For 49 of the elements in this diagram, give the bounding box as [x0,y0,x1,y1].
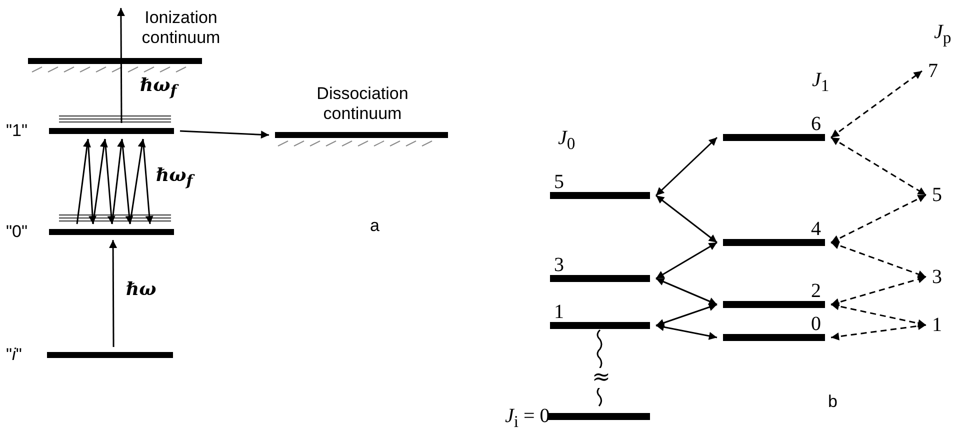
arrow [656,242,718,280]
column-heading: J$_{1}$ [812,70,830,96]
continuum-label: Ionization continuum [140,8,222,48]
arrow [830,322,926,340]
arrow [656,194,718,244]
arrow [76,138,91,224]
level-number: 4 [811,219,821,239]
arrow [830,302,926,328]
break-mark: ≈ [592,368,610,388]
arrow [830,241,926,278]
continuum-label: Dissociation continuum [316,84,410,124]
level-number: 1 [554,302,564,322]
level-number: 7 [928,60,940,82]
arrow [116,8,125,123]
level-number: 5 [554,172,564,192]
arrow [656,278,718,306]
level-number: 6 [811,114,821,134]
arrow [830,70,922,138]
level-label: "1" [6,121,28,141]
arrow [656,323,718,340]
panel-label: b [828,392,838,412]
level-number: 0 [811,314,821,334]
level-number: 5 [932,184,944,206]
level-label: "i" [6,345,22,365]
arrow [656,303,718,327]
level-number: 3 [932,266,944,288]
wavy-line [596,330,602,406]
arrow [655,136,718,196]
level-number: 1 [932,314,944,336]
arrow [109,240,118,347]
edge-label: ℏω$_{f}$ [140,76,177,101]
column-heading: J$_{p}$ [934,22,952,48]
level-number: 2 [811,281,821,301]
arrow [87,138,97,224]
column-heading: J$_{0}$ [558,128,576,154]
arrow [104,138,116,224]
arrow [121,138,134,224]
arrow [180,130,270,139]
edge-label: ℏω$_{f}$ [156,166,193,191]
arrow [830,275,926,306]
level-number: 3 [554,255,564,275]
arrow [142,138,154,224]
panel-label: a [370,216,380,236]
arrow [830,136,926,196]
arrow [92,138,108,224]
level-label: "0" [6,222,28,242]
arrow [111,138,126,224]
arrow [830,194,926,244]
arrow [129,138,146,224]
